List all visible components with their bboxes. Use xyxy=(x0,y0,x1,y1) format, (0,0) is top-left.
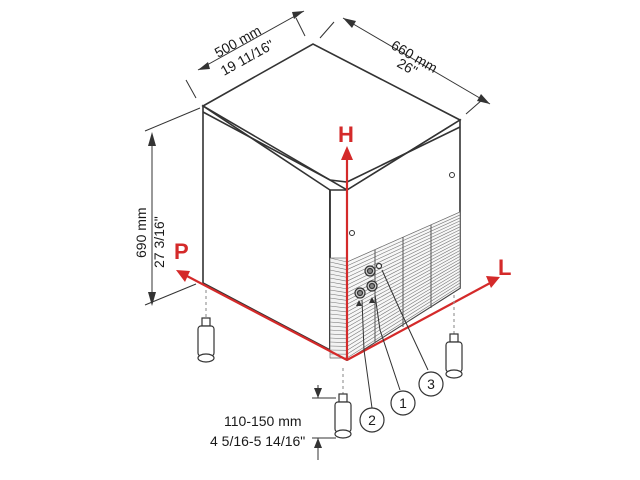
svg-text:3: 3 xyxy=(427,376,435,392)
grille-louver xyxy=(329,301,348,305)
axis-arrowheads xyxy=(176,146,500,288)
arrow-right-icon xyxy=(486,276,500,288)
connection-fittings xyxy=(354,262,383,299)
axis-label-height: H xyxy=(338,122,354,147)
length-axis-line xyxy=(346,281,493,361)
width-dimension xyxy=(185,10,306,99)
svg-text:1: 1 xyxy=(399,395,407,411)
foot xyxy=(197,290,215,363)
callout-3: 3 xyxy=(418,371,444,397)
grille-louver xyxy=(329,341,348,343)
grille-louver xyxy=(329,273,348,278)
grille-louver xyxy=(329,325,348,328)
grille-louver xyxy=(329,277,348,282)
grille-louver xyxy=(329,337,348,340)
grille-louver xyxy=(329,257,348,263)
axis-lines xyxy=(184,155,493,361)
arrow-left-icon xyxy=(176,270,190,282)
grille-louver xyxy=(329,309,348,313)
depth-axis-line xyxy=(184,274,348,361)
grille-louver xyxy=(329,321,348,324)
grille-louver xyxy=(329,261,348,267)
grille-louver xyxy=(329,293,348,297)
grille-louver xyxy=(329,297,348,301)
grille-louver xyxy=(329,269,348,274)
grille-louver xyxy=(329,281,348,286)
svg-text:2: 2 xyxy=(368,412,376,428)
grille-louver xyxy=(329,317,348,320)
feet-in-label: 4 5/16-5 14/16" xyxy=(210,433,305,449)
height-mm-label: 690 mm xyxy=(133,207,149,258)
grille-louver xyxy=(329,265,348,270)
foot xyxy=(334,368,352,439)
feet-dimension xyxy=(312,385,336,460)
callout-leaders xyxy=(361,269,429,409)
callout-2: 2 xyxy=(359,407,385,433)
grille-louver xyxy=(329,305,348,309)
arrow-up-icon xyxy=(341,146,353,160)
panel-screw-icon xyxy=(449,172,455,178)
axis-label-length: L xyxy=(498,255,511,280)
grille-louver xyxy=(329,313,348,317)
grille-louver xyxy=(329,289,348,294)
grille-louver xyxy=(329,285,348,290)
axis-label-depth: P xyxy=(174,239,189,264)
panel-screw-icon xyxy=(349,230,355,236)
callout-1: 1 xyxy=(390,390,416,416)
height-dimension xyxy=(144,107,201,306)
grille-louver xyxy=(329,329,348,332)
feet-mm-label: 110-150 mm xyxy=(224,413,302,429)
depth-dimension xyxy=(319,17,491,115)
foot xyxy=(445,295,463,379)
grille-louver xyxy=(329,333,348,336)
height-in-label: 27 3/16" xyxy=(151,216,167,268)
